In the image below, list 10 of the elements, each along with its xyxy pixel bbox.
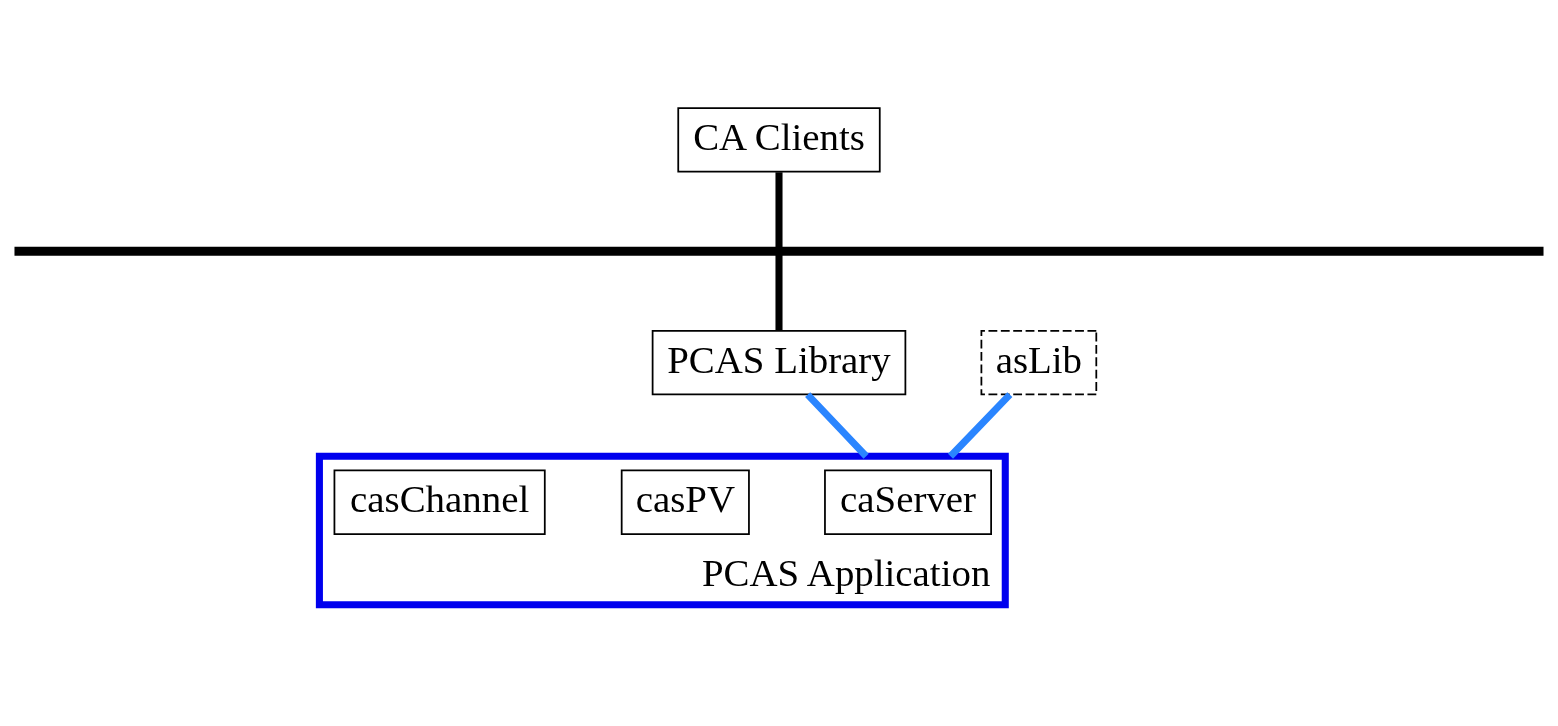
node-box: casChannel	[333, 469, 546, 535]
node-box: casPV	[620, 469, 750, 535]
node-box: PCAS Library	[651, 329, 907, 395]
node-box: asLib	[980, 329, 1098, 395]
node-box: caServer	[824, 469, 992, 535]
connector	[775, 254, 783, 331]
connector	[947, 391, 1013, 459]
node-bar	[14, 246, 1544, 256]
connector	[805, 391, 869, 459]
node-box: CA Clients	[677, 106, 881, 173]
